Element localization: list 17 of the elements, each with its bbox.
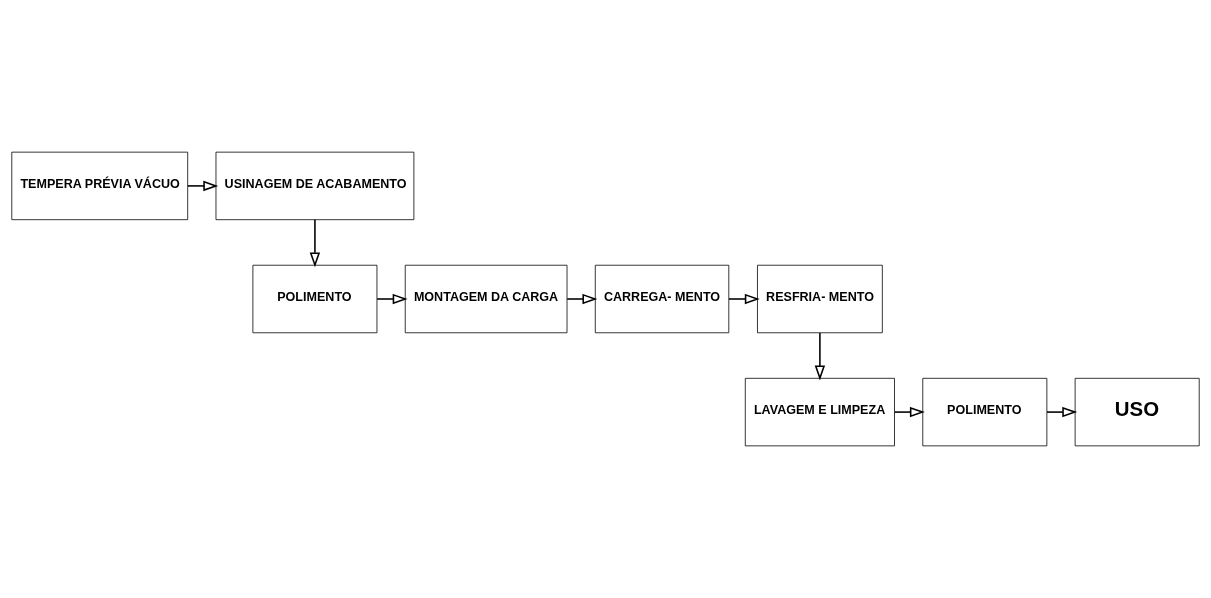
arrow [1046,406,1078,418]
arrow [566,293,598,305]
arrow [309,219,321,268]
arrow [728,293,760,305]
node-box: LAVAGEM E LIMPEZA [744,377,895,447]
node-box: TEMPERA PRÉVIA VÁCUO [11,151,189,221]
node-box: MONTAGEM DA CARGA [404,264,568,334]
arrow [376,293,408,305]
node-box: CARREGA- MENTO [594,264,730,334]
node-box: USO [1074,377,1200,447]
arrow [814,332,826,381]
arrow [893,406,925,418]
node-box: POLIMENTO [252,264,378,334]
node-box: RESFRIA- MENTO [757,264,883,334]
node-box: POLIMENTO [922,377,1048,447]
arrow [187,180,219,192]
node-box: USINAGEM DE ACABAMENTO [215,151,415,221]
